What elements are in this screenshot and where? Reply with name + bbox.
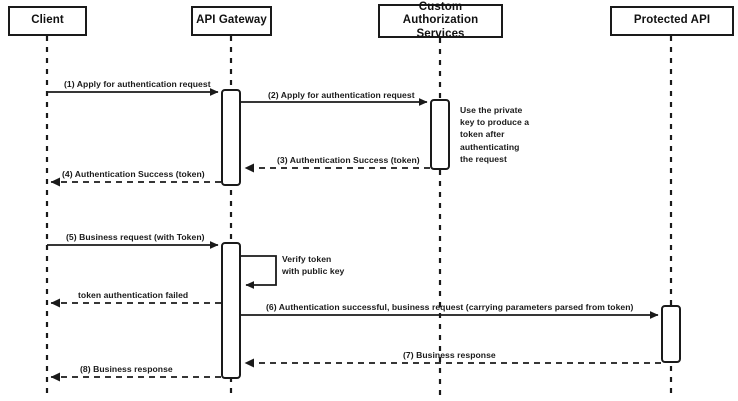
message-label-3: (3) Authentication Success (token): [277, 155, 420, 165]
participant-box-api-gateway[interactable]: API Gateway: [191, 6, 272, 36]
activation-api-gateway-auth: [221, 89, 241, 186]
self-message-line-2: with public key: [282, 266, 345, 277]
note-line-2: key to produce a: [460, 117, 530, 128]
participant-label-custom-auth: Custom Authorization Services: [402, 1, 479, 40]
note-line-3: token after: [460, 129, 505, 140]
activation-custom-auth: [430, 99, 450, 170]
lifelines: [45, 36, 673, 399]
message-label-1: (1) Apply for authentication request: [64, 79, 211, 89]
note-line-1: Use the private: [460, 105, 523, 115]
message-label-8: (8) Business response: [80, 364, 173, 374]
activation-api-gateway-business: [221, 242, 241, 379]
message-label-token-auth-failed: token authentication failed: [78, 290, 189, 300]
participant-box-client[interactable]: Client: [8, 6, 87, 36]
participant-label-protected-api: Protected API: [633, 14, 711, 27]
participant-label-client: Client: [31, 14, 64, 27]
note-custom-auth: Use the private key to produce a token a…: [460, 104, 540, 165]
note-line-5: the request: [460, 153, 507, 164]
message-label-7: (7) Business response: [403, 350, 496, 360]
participant-box-custom-auth[interactable]: Custom Authorization Services: [378, 1, 503, 40]
participant-box-protected-api[interactable]: Protected API: [610, 6, 734, 36]
activation-protected-api: [661, 305, 681, 363]
message-label-5: (5) Business request (with Token): [66, 232, 205, 242]
message-label-2: (2) Apply for authentication request: [268, 90, 415, 100]
participant-label-api-gateway: API Gateway: [196, 14, 267, 27]
self-message-label-verify-token: Verify token with public key: [282, 253, 344, 277]
self-message-line-1: Verify token: [282, 254, 332, 264]
message-label-4: (4) Authentication Success (token): [62, 169, 205, 179]
note-line-4: authenticating: [460, 141, 520, 152]
message-label-6: (6) Authentication successful, business …: [266, 302, 634, 312]
arrow-self-message-verify-token: [241, 255, 277, 289]
